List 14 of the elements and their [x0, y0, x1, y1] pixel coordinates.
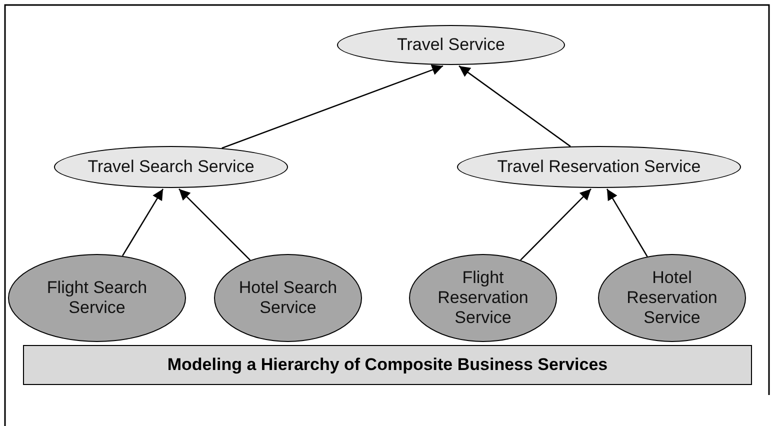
caption-text: Modeling a Hierarchy of Composite Business Services: [167, 355, 608, 375]
node-label: Travel Search Service: [88, 157, 254, 177]
node-label: Flight Search Service: [46, 278, 148, 318]
node-label: Flight Reservation Service: [436, 268, 530, 328]
arrow: [520, 188, 592, 261]
arrow: [458, 65, 571, 147]
arrow: [606, 188, 648, 257]
arrow: [222, 64, 444, 149]
arrow: [178, 188, 251, 261]
node-label: Travel Service: [396, 35, 505, 55]
arrow: [122, 188, 164, 256]
node-label: Hotel Reservation Service: [626, 268, 718, 328]
node-label: Hotel Search Service: [238, 278, 338, 318]
node-label: Travel Reservation Service: [497, 157, 701, 177]
